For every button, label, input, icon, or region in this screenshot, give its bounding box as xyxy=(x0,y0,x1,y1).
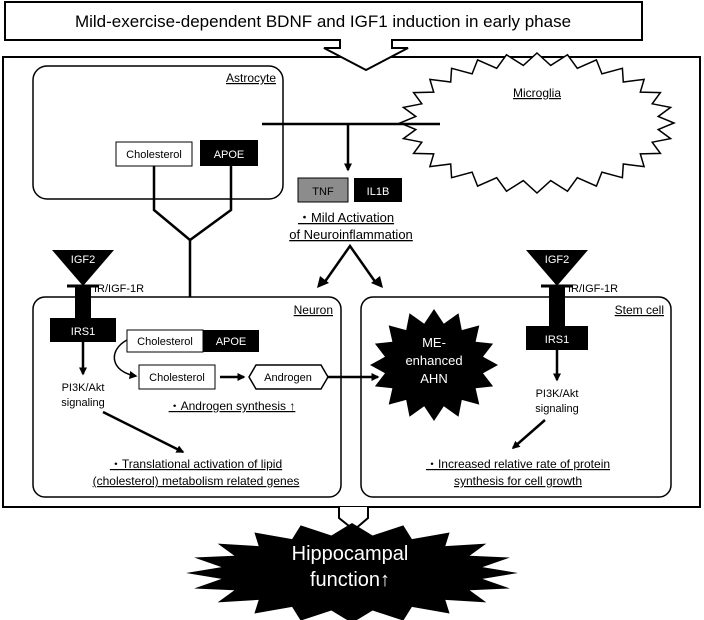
astrocyte-label: Astrocyte xyxy=(226,71,276,85)
neuron-label: Neuron xyxy=(294,303,333,317)
pi3k-left-to-translation-arrow xyxy=(102,410,185,454)
receptor-left-label: IR/IGF-1R xyxy=(94,283,144,295)
protein-synthesis-line2: synthesis for cell growth xyxy=(454,474,582,488)
irs1-right-box xyxy=(526,326,588,350)
protein-synthesis-line1: ・Increased relative rate of protein xyxy=(426,457,610,471)
hippocampal-starburst xyxy=(186,523,518,620)
irs1-right-label: IRS1 xyxy=(545,334,569,346)
header-title: Mild-exercise-dependent BDNF and IGF1 in… xyxy=(75,12,571,31)
astrocyte-apoe-label: APOE xyxy=(214,149,245,161)
microglia-cell xyxy=(398,51,676,195)
ahn-starburst xyxy=(370,309,498,421)
translational-line2: (cholesterol) metabolism related genes xyxy=(93,474,300,488)
translational-line1: ・Translational activation of lipid xyxy=(110,457,282,471)
inflammation-split-arrows xyxy=(322,243,378,284)
neuroinflammation-line1: ・Mild Activation xyxy=(298,210,394,225)
androgen-synthesis-text: ・Androgen synthesis ↑ xyxy=(169,399,296,413)
androgen-label: Androgen xyxy=(264,372,312,384)
neuroinflammation-line2: of Neuroinflammation xyxy=(289,227,413,242)
irs1-left-box xyxy=(50,318,116,342)
header-arrow-box: Mild-exercise-dependent BDNF and IGF1 in… xyxy=(4,1,643,72)
hippocampal-line2: function↑ xyxy=(310,569,390,591)
astrocyte-cholesterol-label: Cholesterol xyxy=(126,149,182,161)
astrocyte-apoe-box xyxy=(200,140,258,166)
receptor-right: IGF2 IR/IGF-1R xyxy=(526,250,618,328)
neuron-apoe-label: APOE xyxy=(216,336,247,348)
pi3k-left-line2: signaling xyxy=(61,397,104,409)
neuron-box xyxy=(32,296,342,498)
neuron-cholesterol-bound-label: Cholesterol xyxy=(137,336,193,348)
astrocyte-cholesterol-box xyxy=(115,141,193,167)
pi3k-right-to-protein-arrow xyxy=(511,419,546,449)
il1b-label: IL1B xyxy=(367,186,390,198)
tnf-box xyxy=(297,177,349,203)
pi3k-right-line1: PI3K/Akt xyxy=(536,388,579,400)
tnf-label: TNF xyxy=(312,186,334,198)
ahn-line1: ME- xyxy=(422,335,446,350)
igf2-right-label: IGF2 xyxy=(545,254,569,266)
receptor-left: IGF2 IR/IGF-1R xyxy=(52,250,144,318)
hippocampal-line1: Hippocampal xyxy=(292,543,409,565)
neuron-cholesterol-label: Cholesterol xyxy=(149,372,205,384)
neuron-apoe-box xyxy=(203,330,259,352)
ahn-line2: enhanced xyxy=(405,353,462,368)
receptor-right-label: IR/IGF-1R xyxy=(568,283,618,295)
arrowhead-left xyxy=(317,276,329,288)
irs1-left-label: IRS1 xyxy=(71,326,95,338)
androgen-hexagon xyxy=(248,364,329,390)
microglia-label: Microglia xyxy=(513,86,561,100)
astrocyte-box xyxy=(32,65,284,200)
arrowhead-right xyxy=(371,276,383,288)
il1b-box xyxy=(354,178,402,202)
neuron-cholesterol-box xyxy=(138,364,216,390)
pi3k-right-line2: signaling xyxy=(535,403,578,415)
igf2-left-label: IGF2 xyxy=(71,254,95,266)
ahn-line3: AHN xyxy=(420,371,447,386)
pi3k-left-line1: PI3K/Akt xyxy=(62,382,105,394)
stem-cell-label: Stem cell xyxy=(615,303,664,317)
uptake-curve-arrow xyxy=(113,339,138,379)
